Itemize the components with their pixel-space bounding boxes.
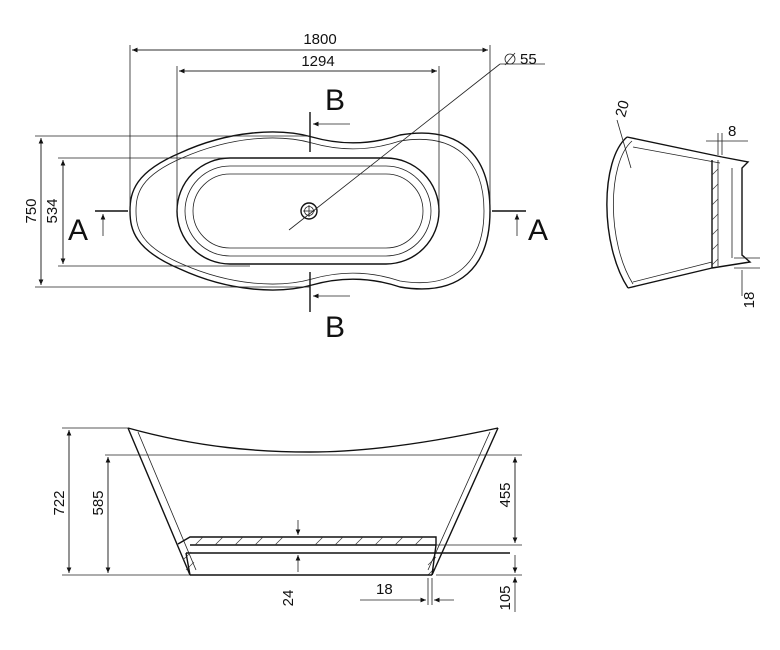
end-dim-rim: 20	[612, 99, 633, 120]
top-view: 1800 1294 55 750 534 A	[23, 31, 548, 344]
side-dim-height: 722	[51, 490, 68, 515]
drain	[300, 202, 318, 220]
end-dim-wall: 8	[728, 123, 736, 140]
side-dim-wall: 18	[376, 581, 393, 598]
side-dim-base-thickness: 24	[280, 590, 297, 607]
tub-inner-basin-edge	[184, 165, 432, 257]
side-dim-depth: 455	[497, 482, 514, 507]
tub-outer-rim	[129, 131, 491, 291]
dim-inner-width: 534	[44, 198, 61, 223]
end-section-view: 20 8 18	[606, 99, 760, 309]
svg-text:B: B	[325, 311, 345, 344]
tub-outer-rim-inner	[135, 137, 485, 285]
dim-inner-length: 1294	[301, 53, 334, 70]
side-view: 722 585 455 24 18 105	[51, 427, 522, 612]
section-b-bottom-marker: B	[309, 272, 350, 344]
side-dim-plinth: 105	[497, 585, 514, 610]
section-a-left-marker: A	[68, 210, 128, 247]
section-b-top-marker: B	[309, 84, 350, 152]
side-dim-inner-depth: 585	[90, 490, 107, 515]
diameter-symbol	[504, 52, 516, 66]
svg-text:B: B	[325, 84, 345, 117]
dim-overall-length: 1800	[303, 31, 336, 48]
svg-text:A: A	[528, 214, 548, 247]
section-a-right-marker: A	[492, 210, 548, 247]
svg-text:A: A	[68, 214, 88, 247]
tub-inner-basin-floor	[192, 173, 424, 249]
drain-leader	[288, 63, 501, 231]
dim-drain: 55	[520, 51, 537, 68]
dim-overall-width: 750	[23, 198, 40, 223]
end-dim-bottom: 18	[741, 292, 758, 309]
